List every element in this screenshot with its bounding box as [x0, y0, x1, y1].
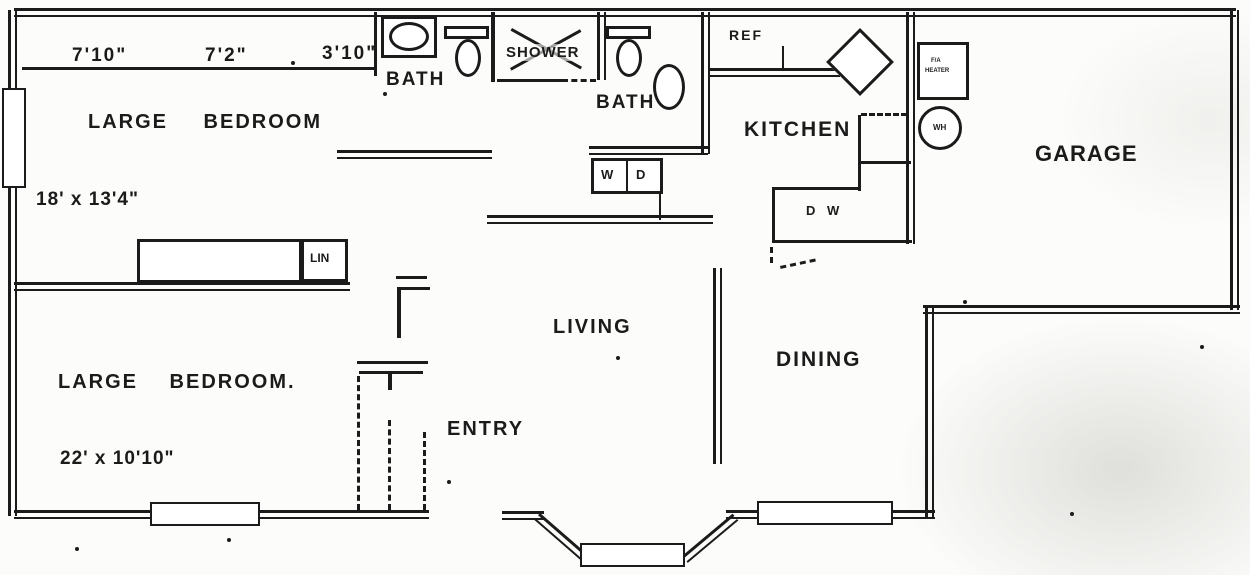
entry-closet-shelf-a — [396, 276, 427, 279]
wall-bottom-bedroom2-left — [14, 510, 156, 519]
corner-sink-diamond — [826, 28, 894, 96]
window-dining-bottom — [757, 501, 893, 525]
entry-closet-wall-upper — [397, 290, 401, 338]
bath1-toilet-tank — [444, 26, 489, 39]
window-bedroom2-bottom — [150, 502, 260, 526]
bath1-label: BATH — [386, 69, 446, 90]
kitchen-door-dash-1 — [770, 247, 773, 263]
wall-bath1-west — [374, 12, 377, 76]
bath2-label: BATH — [596, 92, 656, 113]
bath2-toilet-fixture — [616, 39, 642, 77]
wall-left-lower — [8, 186, 17, 516]
entry-label: ENTRY — [447, 418, 525, 440]
refrigerator-divider — [782, 46, 784, 70]
living-label: LIVING — [553, 316, 632, 338]
bedroom1-label: LARGE BEDROOM — [88, 111, 322, 133]
dw-counter-left — [772, 187, 775, 243]
wall-bay-diagonal-right — [682, 513, 739, 563]
kitchen-counter-north — [708, 68, 840, 77]
wall-shower-west — [491, 12, 495, 82]
kitchen-door-dash-2 — [780, 258, 816, 269]
living-dining-divider — [713, 268, 722, 464]
bedroom1-size: 18' x 13'4" — [36, 189, 140, 210]
washer-dryer-divider — [626, 160, 628, 192]
linen-label: LIN — [310, 251, 330, 265]
entry-closet-door-dash-2 — [423, 432, 426, 510]
entry-closet-tick — [388, 374, 392, 390]
scan-noise-dot — [383, 92, 387, 96]
scan-noise-dot — [1200, 345, 1204, 349]
wall-kitchen-garage — [906, 12, 915, 244]
wall-bottom-dining — [888, 510, 935, 519]
closet-dim-2: 7'2" — [205, 45, 248, 66]
bath1-sink-fixture — [389, 22, 429, 51]
scan-noise-dot — [291, 61, 295, 65]
wall-garage-bottom — [923, 305, 1240, 314]
linen-closet — [301, 239, 348, 282]
wall-bay-stub-right — [726, 510, 762, 519]
scan-noise-dot — [963, 300, 967, 304]
entry-closet-top-b — [359, 371, 423, 374]
garage-label: GARAGE — [1035, 141, 1138, 166]
wall-bottom-bedroom2-right — [256, 510, 429, 519]
bath2-toilet-tank — [606, 26, 651, 39]
window-bedroom1-left — [2, 88, 26, 188]
closet-dim-1: 7'10" — [72, 45, 128, 66]
bath1-toilet-fixture — [455, 39, 481, 77]
wall-bedroom1-south — [337, 150, 492, 159]
scan-noise-dot — [616, 356, 620, 360]
water-heater-circle — [918, 106, 962, 150]
dining-label: DINING — [776, 348, 862, 371]
scan-noise-dot — [75, 547, 79, 551]
wall-garage-right — [1230, 10, 1239, 310]
water-heater-label: WH — [933, 123, 947, 132]
wall-bath2-south — [589, 146, 708, 155]
closet-dim-3: 3'10" — [322, 43, 378, 64]
bedroom2-size: 22' x 10'10" — [60, 448, 175, 469]
wall-wd-return — [659, 194, 661, 220]
scan-noise-dot — [227, 538, 231, 542]
bath2-sink-fixture — [653, 64, 685, 110]
furnace-label-line2: HEATER — [925, 68, 950, 74]
refrigerator-label: REF — [729, 27, 763, 43]
window-bay — [580, 543, 685, 567]
entry-closet-top-a — [357, 361, 428, 364]
kitchen-counter-mid — [861, 161, 911, 164]
wall-bedroom-divider — [14, 282, 350, 291]
entry-closet-door-dash-1 — [388, 420, 391, 510]
wall-bath2-kitchen — [701, 12, 710, 154]
wall-dining-east — [925, 308, 934, 518]
wardrobe-cabinet — [137, 239, 302, 283]
wall-shower-east — [597, 12, 606, 80]
shower-door-dashed — [562, 79, 596, 82]
scan-noise-dot — [447, 480, 451, 484]
shower-label: SHOWER — [506, 44, 580, 61]
kitchen-counter-dash — [861, 113, 907, 116]
wall-bay-stub-left — [502, 511, 544, 520]
wall-top — [14, 8, 1236, 17]
shower-sill-line — [497, 79, 562, 82]
washer-label: W — [601, 167, 614, 182]
dishwasher-label: D W — [806, 203, 840, 218]
dw-counter-top — [772, 187, 860, 190]
bedroom2-label: LARGE BEDROOM. — [58, 371, 296, 393]
kitchen-counter-east — [858, 115, 861, 191]
closet-shelf-line — [22, 67, 377, 70]
furnace-unit — [917, 42, 969, 100]
dryer-label: D — [636, 167, 646, 182]
wall-hall-south — [487, 215, 713, 224]
dw-counter-bottom — [772, 240, 912, 243]
wall-left-upper — [8, 10, 17, 92]
entry-closet-shelf-b — [397, 287, 430, 290]
furnace-label-line1: F/A — [931, 58, 941, 64]
kitchen-label: KITCHEN — [744, 118, 852, 141]
bedroom2-east-dashed-wall — [357, 376, 360, 510]
scan-noise-dot — [1070, 512, 1074, 516]
